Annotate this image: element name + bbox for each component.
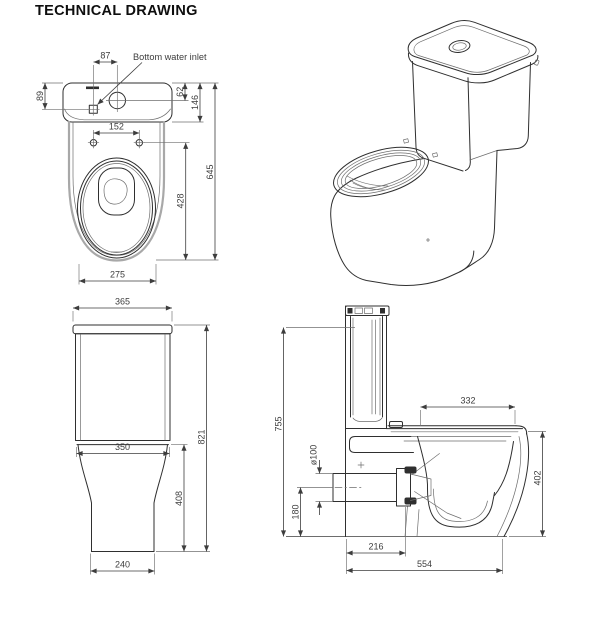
dim-outlet-projection: 216	[368, 542, 383, 552]
dim-bowl-height: 402	[533, 470, 543, 485]
iso-pan	[330, 138, 498, 286]
bolt-hole-right	[432, 152, 439, 158]
dim-base-width: 240	[115, 560, 130, 570]
front-dimensions: 365 821 350 408 240	[72, 297, 210, 575]
dim-button-from-top: 62	[175, 87, 185, 97]
dim-total-depth: 645	[205, 164, 215, 179]
dim-opening-length: 332	[460, 396, 475, 406]
side-dimensions: 755 332 ø100 180 402	[274, 327, 546, 574]
dim-body-width: 350	[115, 442, 130, 452]
dim-inlet-to-button: 87	[100, 51, 110, 61]
dim-cistern-depth: 146	[190, 95, 200, 110]
dim-outlet-center-height: 180	[291, 504, 301, 519]
body-dot	[426, 238, 430, 242]
isometric-view	[330, 20, 540, 286]
iso-cistern	[407, 20, 540, 172]
outlet-pipe	[332, 466, 432, 507]
lid-bump	[103, 178, 128, 205]
brand-mark	[86, 86, 99, 90]
side-cistern	[345, 305, 403, 429]
dim-cistern-height: 755	[274, 416, 284, 431]
dim-outlet-diameter: ø100	[309, 445, 319, 466]
side-view: 755 332 ø100 180 402	[274, 305, 546, 574]
dim-total-height: 821	[197, 429, 207, 444]
keyhole-detail	[534, 59, 540, 66]
dim-total-projection: 554	[417, 559, 432, 569]
plan-seat-rings	[77, 157, 156, 259]
front-pedestal	[77, 444, 168, 552]
bolt-hole-left	[403, 138, 410, 144]
plan-dimensions: 87 89 62 146 645	[35, 51, 219, 285]
plan-view: Bottom water inlet	[35, 51, 219, 285]
dim-cistern-width: 365	[115, 297, 130, 307]
page-title: TECHNICAL DRAWING	[35, 3, 198, 19]
dim-seat-hinge-spacing: 152	[109, 122, 124, 132]
seat-hinge-side	[389, 421, 403, 428]
seat-hinge-bolts	[87, 137, 145, 149]
inlet-leader-arrow	[97, 62, 143, 105]
inlet-label: Bottom water inlet	[133, 52, 207, 62]
dim-pedestal-height: 408	[174, 491, 184, 506]
lid-panel	[98, 167, 135, 216]
dim-seat-width: 275	[110, 270, 125, 280]
front-cistern	[72, 324, 173, 446]
water-inlet-marker	[86, 62, 143, 116]
outlet-seal-top	[404, 466, 417, 474]
side-bowl-section	[349, 425, 530, 537]
flush-button-plan	[106, 65, 189, 112]
flush-button-iso	[448, 40, 471, 53]
front-view: 365 821 350 408 240	[72, 297, 210, 575]
outlet-seal-bottom	[404, 497, 417, 505]
dim-inlet-from-top: 89	[35, 91, 45, 101]
dim-hinge-to-front: 428	[176, 193, 186, 208]
